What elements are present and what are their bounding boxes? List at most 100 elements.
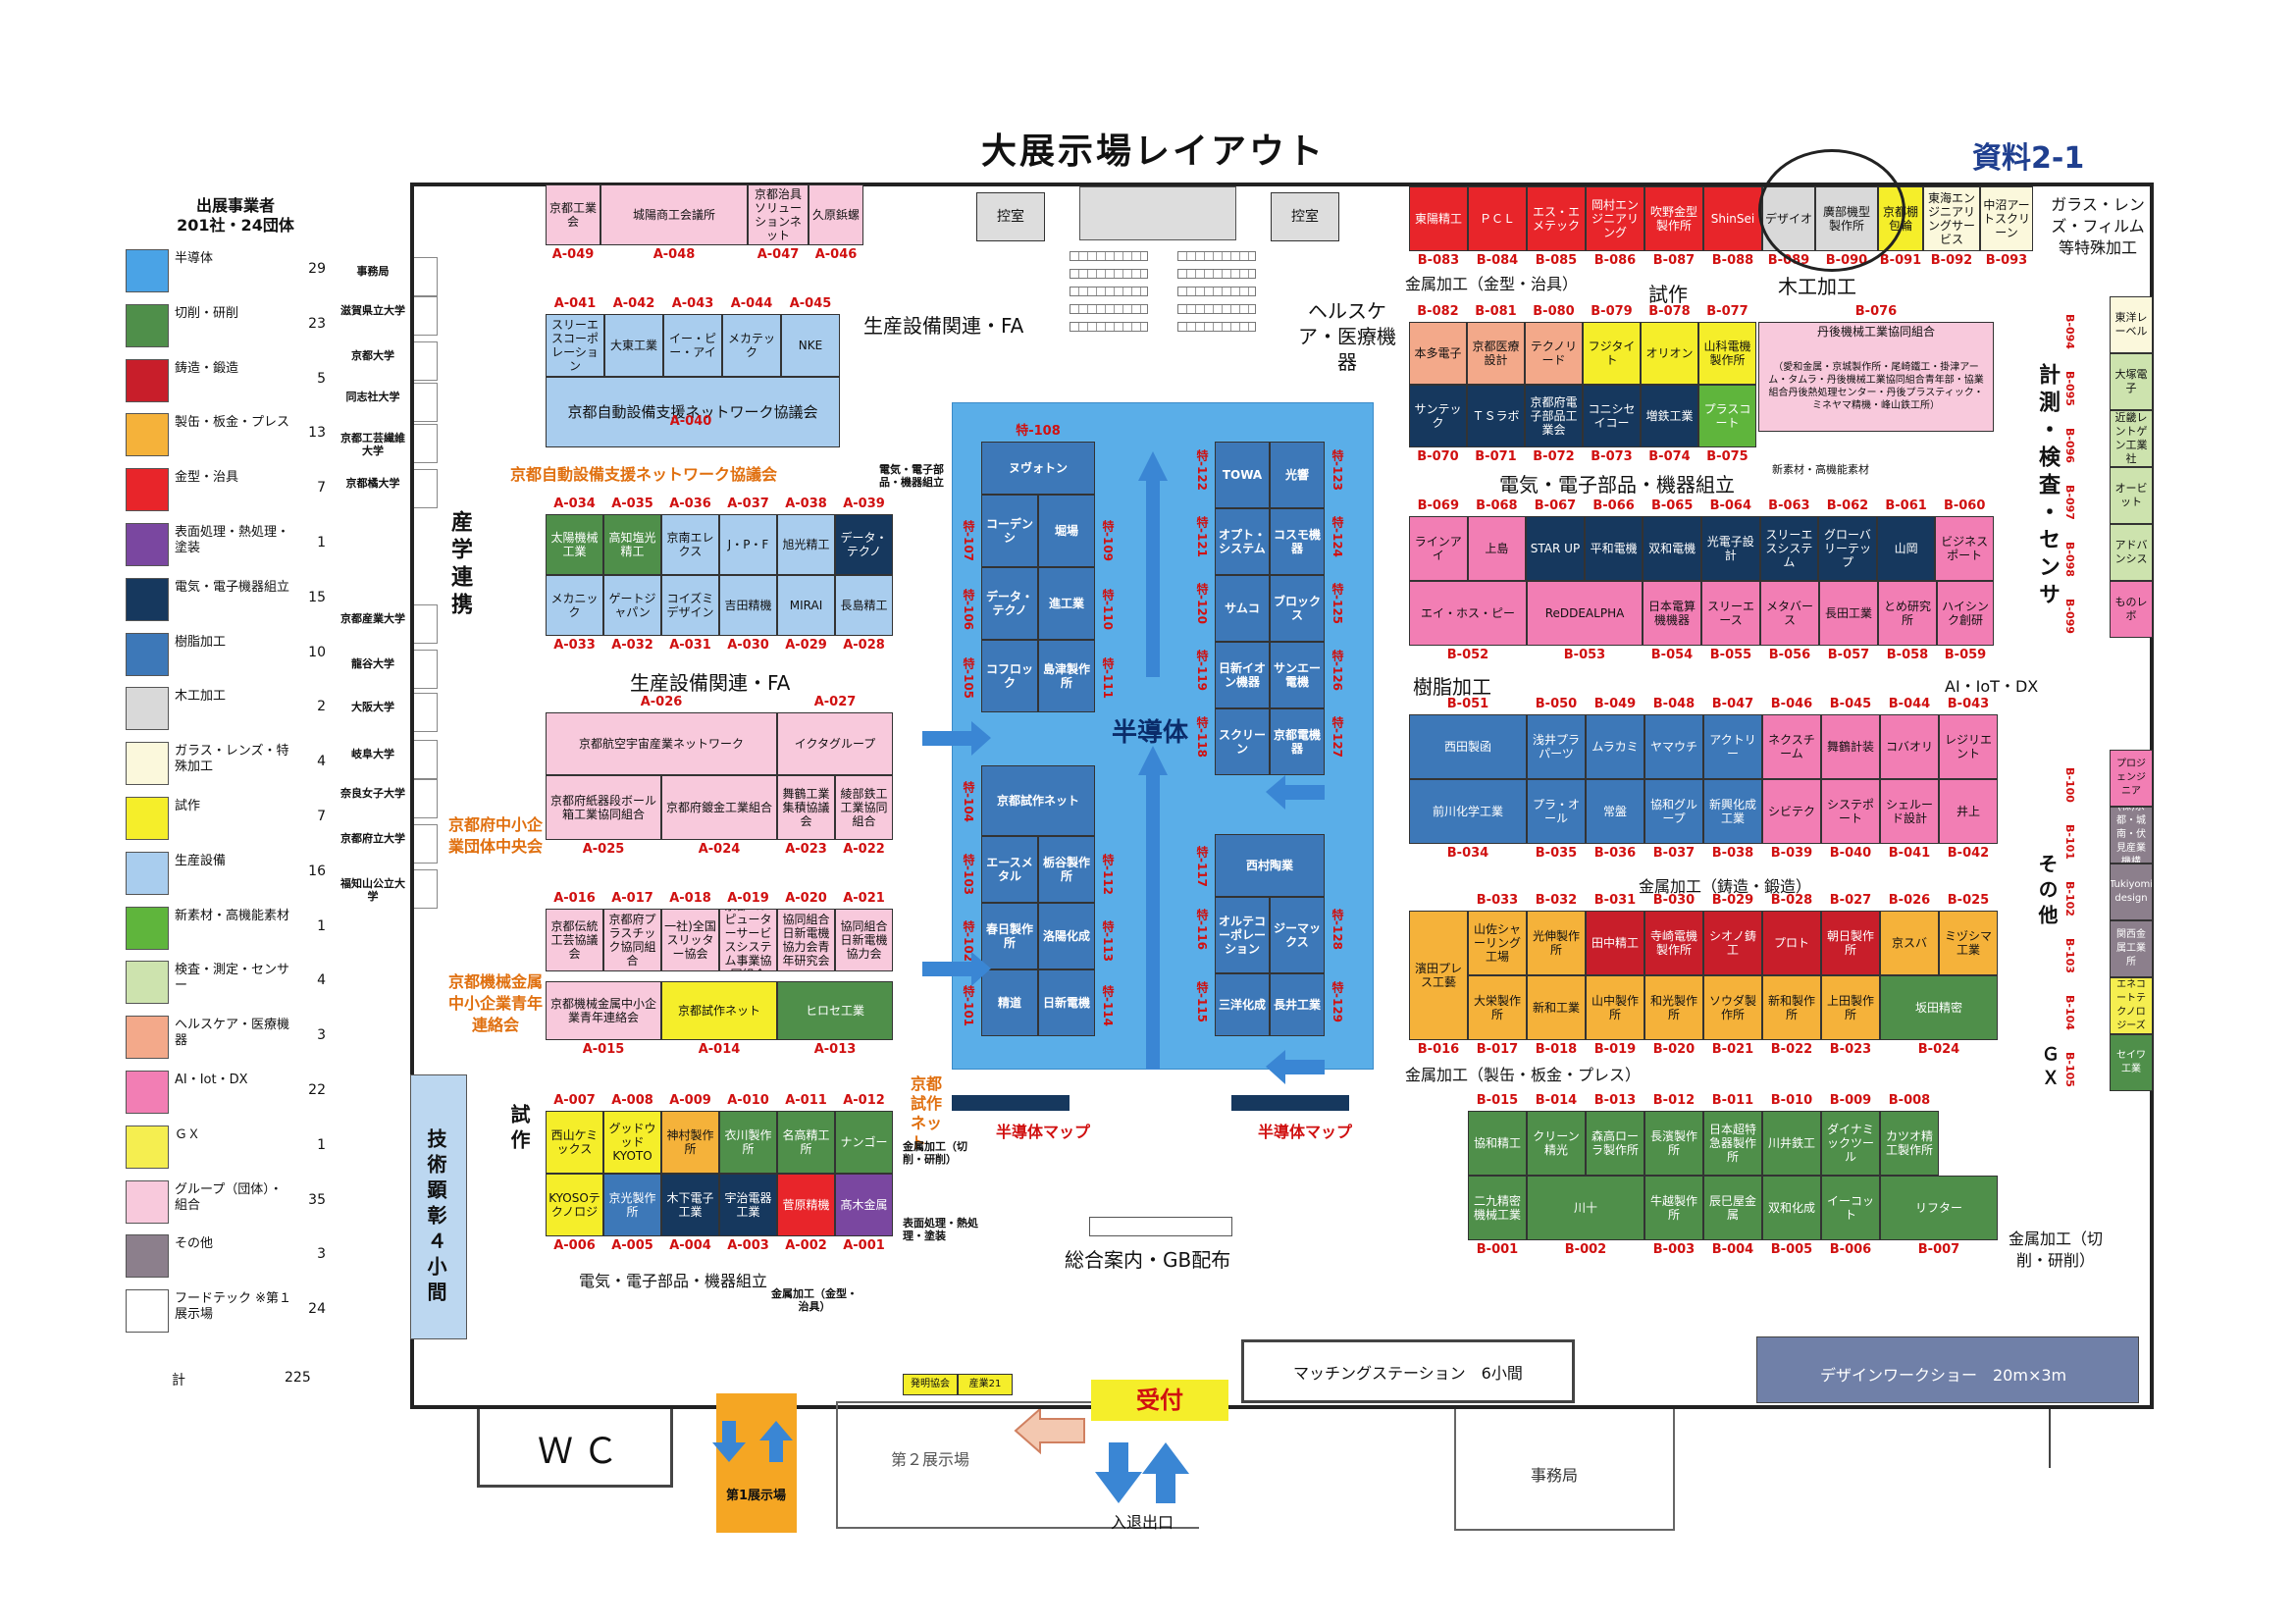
booth[interactable]: ナンゴー [835, 1111, 893, 1174]
semiconductor-booth[interactable]: 精道 [981, 969, 1038, 1036]
booth[interactable]: カツオ精工製作所 [1880, 1111, 1939, 1176]
booth[interactable]: ハイシンク創研 [1937, 581, 1994, 646]
booth[interactable]: STAR UP [1526, 516, 1585, 581]
booth[interactable]: 東海エンジニアリングサービス [1923, 186, 1980, 251]
booth[interactable]: 和光製作所 [1644, 975, 1703, 1040]
booth[interactable]: 丹後機械工業協同組合 [1758, 322, 1994, 432]
booth[interactable]: オリオン [1641, 322, 1698, 385]
booth[interactable]: エス・エメテック [1527, 186, 1586, 251]
booth[interactable]: 浅井プラパーツ [1527, 714, 1586, 779]
booth[interactable]: 辰巳屋金属 [1703, 1176, 1762, 1240]
booth[interactable]: 京南エレクス [661, 514, 719, 575]
booth[interactable]: 舞鶴工業集積協議会 [777, 775, 835, 840]
semiconductor-booth[interactable]: 光響 [1270, 442, 1325, 508]
booth[interactable]: シオノ鋳工 [1703, 911, 1762, 975]
booth[interactable]: オービット [2110, 467, 2153, 524]
booth[interactable]: 綾部鉄工工業協同組合 [835, 775, 893, 840]
booth[interactable]: 森高ローラ製作所 [1586, 1111, 1644, 1176]
semiconductor-booth[interactable]: 洛陽化成 [1038, 903, 1095, 969]
semiconductor-booth[interactable]: 京都試作ネット [981, 765, 1095, 836]
booth[interactable]: コバオリ [1880, 714, 1939, 779]
booth[interactable]: 新和工業 [1527, 975, 1586, 1040]
booth[interactable]: 旭光精工 [777, 514, 835, 575]
booth[interactable]: 京都伝統工芸協議会 [546, 909, 603, 971]
booth[interactable]: 中沼アートスクリーン [1980, 186, 2033, 251]
booth[interactable]: 井上 [1939, 779, 1998, 844]
booth[interactable]: 本多電子 [1409, 322, 1467, 385]
booth[interactable]: 濱田プレス工藝 [1409, 911, 1468, 1040]
booth[interactable]: スリーエスコーポレーション [546, 314, 604, 377]
booth[interactable]: ビジネスポート [1935, 516, 1994, 581]
booth[interactable]: 東洋レーベル [2110, 296, 2153, 353]
semiconductor-booth[interactable]: 栃谷製作所 [1038, 836, 1095, 903]
semiconductor-booth[interactable]: 長井工業 [1270, 973, 1325, 1036]
booth[interactable]: 双和電機 [1643, 516, 1701, 581]
booth[interactable]: ＰＣＬ [1468, 186, 1527, 251]
booth[interactable]: プロト [1762, 911, 1821, 975]
booth[interactable]: 協和グループ [1644, 779, 1703, 844]
semiconductor-booth[interactable]: オルテコーポレーション [1215, 897, 1270, 973]
booth[interactable]: 岡村エンジニアリング [1586, 186, 1644, 251]
booth[interactable]: 京スバ [1880, 911, 1939, 975]
booth[interactable]: イーコット [1821, 1176, 1880, 1240]
booth[interactable]: 川十 [1527, 1176, 1644, 1240]
booth[interactable]: セイワ工業 [2110, 1034, 2153, 1091]
booth[interactable]: サンテック [1409, 385, 1467, 447]
booth[interactable]: スリーエース [1701, 581, 1760, 646]
booth[interactable]: システポート [1821, 779, 1880, 844]
booth[interactable]: 寺崎電機製作所 [1644, 911, 1703, 975]
booth[interactable]: 京光製作所 [603, 1174, 661, 1236]
booth[interactable]: 西山ケミックス [546, 1111, 603, 1174]
booth[interactable]: コイズミデザイン [661, 575, 719, 636]
semiconductor-booth[interactable]: 日新電機 [1038, 969, 1095, 1036]
semiconductor-booth[interactable]: エースメタル [981, 836, 1038, 903]
booth[interactable]: ShinSei [1703, 186, 1762, 251]
booth[interactable]: 山岡 [1876, 516, 1936, 581]
booth[interactable]: 牛越製作所 [1644, 1176, 1703, 1240]
semiconductor-booth[interactable]: ヌヴォトン [981, 442, 1095, 495]
booth[interactable]: 高知塩光精工 [603, 514, 661, 575]
booth[interactable]: 新和製作所 [1762, 975, 1821, 1040]
booth[interactable]: シビテク [1762, 779, 1821, 844]
booth[interactable]: エネコートテクノロジーズ [2110, 977, 2153, 1034]
booth[interactable]: 大塚電子 [2110, 353, 2153, 410]
booth[interactable]: 京都府プラスチック協同組合 [603, 909, 661, 971]
booth[interactable]: ラインアイ [1409, 516, 1468, 581]
booth[interactable]: リフター [1880, 1176, 1998, 1240]
booth[interactable]: 上田製作所 [1821, 975, 1880, 1040]
semiconductor-booth[interactable]: コフロック [981, 640, 1038, 712]
booth[interactable]: とめ研究所 [1878, 581, 1937, 646]
booth[interactable]: テクノリード [1525, 322, 1583, 385]
booth[interactable]: ムラカミ [1586, 714, 1644, 779]
booth[interactable]: エイ・ホス・ピー [1409, 581, 1527, 646]
booth[interactable]: 協同組合日新電機協力会青年研究会 [777, 909, 835, 971]
booth[interactable]: J・P・F [719, 514, 777, 575]
booth[interactable]: 京都自動設備支援ネットワーク協議会 [546, 377, 840, 447]
booth[interactable]: 長濱製作所 [1644, 1111, 1703, 1176]
booth[interactable]: フジタイト [1583, 322, 1641, 385]
booth[interactable]: ものレボ [2110, 581, 2153, 638]
booth[interactable]: クリーン精光 [1527, 1111, 1586, 1176]
semiconductor-booth[interactable]: コスモ機器 [1270, 508, 1325, 575]
booth[interactable]: 京都治具ソリューションネット [748, 184, 809, 245]
booth[interactable]: 双和化成 [1762, 1176, 1821, 1240]
booth[interactable]: 京都医療設計 [1467, 322, 1525, 385]
booth[interactable]: 田中精工 [1586, 911, 1644, 975]
booth[interactable]: 新興化成工業 [1703, 779, 1762, 844]
booth[interactable]: ソウダ製作所 [1703, 975, 1762, 1040]
booth[interactable]: 木下電子工業 [661, 1174, 719, 1236]
booth[interactable]: 長島精工 [835, 575, 893, 636]
booth[interactable]: 太陽機械工業 [546, 514, 603, 575]
booth[interactable]: Tukiyomi design [2110, 864, 2153, 920]
booth[interactable]: スリーエスシステム [1759, 516, 1819, 581]
booth[interactable]: コニシセイコー [1583, 385, 1641, 447]
booth[interactable]: メタバース [1760, 581, 1819, 646]
booth[interactable]: (株)京都・城南・伏見産業機構 [2110, 807, 2153, 864]
booth[interactable]: 山中製作所 [1586, 975, 1644, 1040]
semiconductor-booth[interactable]: 三洋化成 [1215, 973, 1270, 1036]
booth[interactable]: 東陽精工 [1409, 186, 1468, 251]
booth[interactable]: 衣川製作所 [719, 1111, 777, 1174]
booth[interactable]: MIRAI [777, 575, 835, 636]
semiconductor-booth[interactable]: 堀場 [1038, 495, 1095, 567]
booth[interactable]: イクタグループ [777, 712, 893, 775]
